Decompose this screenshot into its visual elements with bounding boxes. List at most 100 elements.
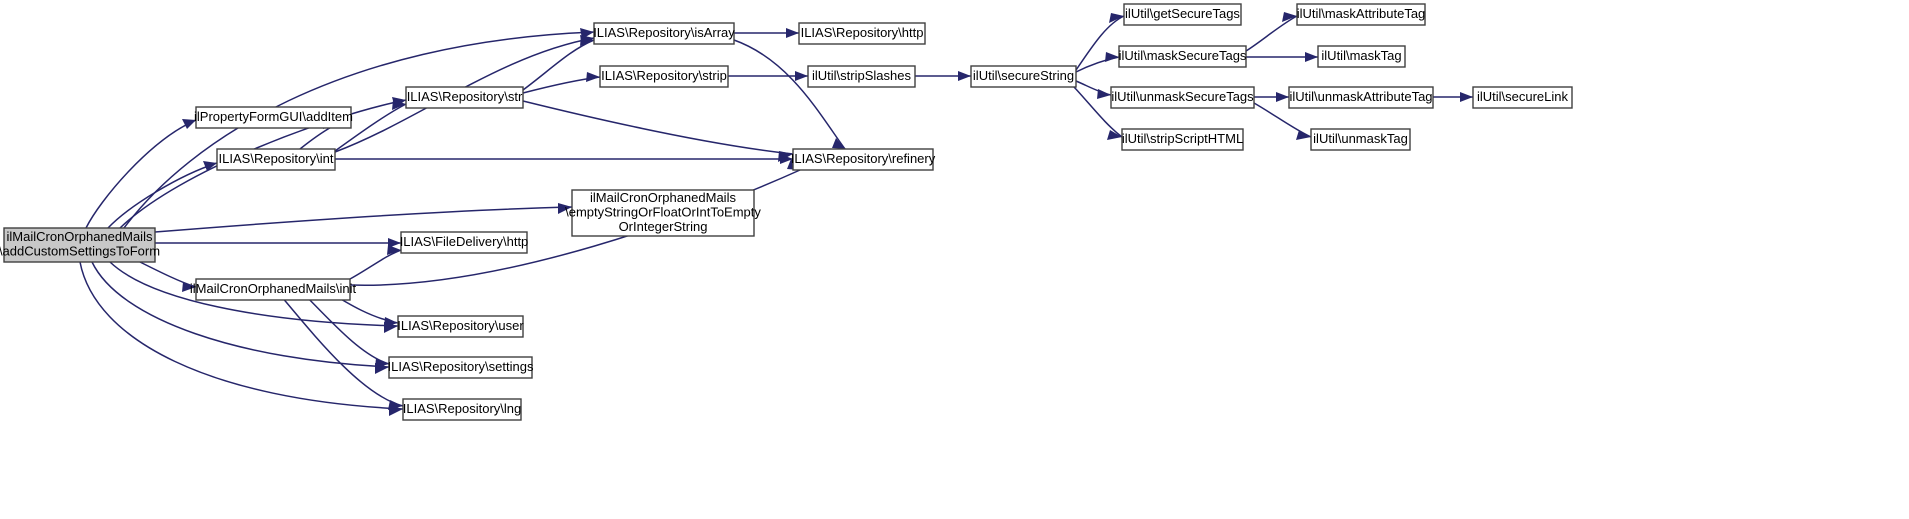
call-edge xyxy=(728,71,808,81)
call-edge xyxy=(1433,92,1473,102)
call-edge xyxy=(1245,12,1298,52)
graph-node-repo_str[interactable]: ILIAS\Repository\str xyxy=(405,86,524,109)
node-label: ILIAS\Repository\settings xyxy=(388,359,534,374)
node-box[interactable] xyxy=(1123,3,1242,26)
node-box[interactable] xyxy=(195,278,351,301)
node-box[interactable] xyxy=(798,22,926,45)
graph-node-maskSecureTags[interactable]: ilUtil\maskSecureTags xyxy=(1118,45,1247,68)
node-label: ilUtil\unmaskSecureTags xyxy=(1111,89,1254,104)
node-box[interactable] xyxy=(571,189,755,237)
node-label: ilUtil\stripSlashes xyxy=(812,68,911,83)
graph-node-getSecureTags[interactable]: ilUtil\getSecureTags xyxy=(1123,3,1242,26)
node-label: ilUtil\maskAttributeTag xyxy=(1297,6,1426,21)
graph-node-addItem[interactable]: ilPropertyFormGUI\addItem xyxy=(194,106,353,129)
call-edge xyxy=(1253,102,1312,140)
node-box[interactable] xyxy=(599,65,729,88)
graph-node-maskTag[interactable]: ilUtil\maskTag xyxy=(1317,45,1406,68)
node-label: ILIAS\Repository\http xyxy=(801,25,924,40)
node-label: ilUtil\stripScriptHTML xyxy=(1122,131,1243,146)
call-edge xyxy=(349,245,402,280)
node-box[interactable] xyxy=(1472,86,1573,109)
graph-node-repo_settings[interactable]: ILIAS\Repository\settings xyxy=(388,356,534,379)
graph-node-maskAttributeTag[interactable]: ilUtil\maskAttributeTag xyxy=(1296,3,1426,26)
graph-node-secureLink[interactable]: ilUtil\secureLink xyxy=(1472,86,1573,109)
node-label: ILIAS\Repository\isArray xyxy=(593,25,735,40)
graph-node-fileDelivery_http[interactable]: ILIAS\FileDelivery\http xyxy=(400,231,529,254)
node-box[interactable] xyxy=(1288,86,1434,109)
node-box[interactable] xyxy=(1296,3,1426,26)
node-box[interactable] xyxy=(1118,45,1247,68)
node-box[interactable] xyxy=(792,148,934,171)
graph-node-unmaskSecureTags[interactable]: ilUtil\unmaskSecureTags xyxy=(1110,86,1255,109)
call-edge xyxy=(915,71,971,81)
node-label: ILIAS\Repository\lng xyxy=(403,401,522,416)
call-edge xyxy=(1075,13,1125,71)
node-label: ILIAS\FileDelivery\http xyxy=(400,234,529,249)
graph-node-init[interactable]: ilMailCronOrphanedMails\init xyxy=(190,278,357,301)
call-edge xyxy=(1246,52,1318,62)
node-label: ilUtil\unmaskTag xyxy=(1313,131,1408,146)
node-label: ILIAS\Repository\user xyxy=(397,318,524,333)
graph-node-repo_lng[interactable]: ILIAS\Repository\lng xyxy=(402,398,522,421)
call-edge xyxy=(123,28,595,229)
graph-node-unmaskAttributeTag[interactable]: ilUtil\unmaskAttributeTag xyxy=(1288,86,1434,109)
call-edge xyxy=(334,100,407,152)
node-label: \addCustomSettingsToForm xyxy=(0,244,160,259)
node-label: ilUtil\getSecureTags xyxy=(1125,6,1240,21)
call-edge xyxy=(1075,52,1120,73)
node-box[interactable] xyxy=(1110,86,1255,109)
node-label: ilUtil\unmaskAttributeTag xyxy=(1289,89,1432,104)
graph-node-unmaskTag[interactable]: ilUtil\unmaskTag xyxy=(1310,128,1411,151)
node-box[interactable] xyxy=(195,106,352,129)
node-label: ilMailCronOrphanedMails\init xyxy=(190,281,357,296)
graph-node-repo_user[interactable]: ILIAS\Repository\user xyxy=(397,315,524,338)
graph-node-repo_refinery[interactable]: ILIAS\Repository\refinery xyxy=(791,148,936,171)
call-edge xyxy=(734,28,799,38)
node-box[interactable] xyxy=(1310,128,1411,151)
graph-node-stripScriptHTML[interactable]: ilUtil\stripScriptHTML xyxy=(1121,128,1244,151)
graph-node-repo_int[interactable]: ILIAS\Repository\int xyxy=(216,148,336,171)
graph-node-secureString[interactable]: ilUtil\secureString xyxy=(970,65,1077,88)
node-box[interactable] xyxy=(1317,45,1406,68)
node-label: ilMailCronOrphanedMails xyxy=(7,229,153,244)
node-label: ILIAS\Repository\strip xyxy=(601,68,727,83)
node-box[interactable] xyxy=(402,398,522,421)
node-label: ILIAS\Repository\refinery xyxy=(791,151,936,166)
call-edge xyxy=(335,154,793,164)
call-edge xyxy=(275,289,404,410)
node-label: ilUtil\maskSecureTags xyxy=(1119,48,1247,63)
node-box[interactable] xyxy=(970,65,1077,88)
node-box[interactable] xyxy=(397,315,524,338)
call-edge xyxy=(85,119,197,229)
node-box[interactable] xyxy=(400,231,528,254)
graph-node-repo_http[interactable]: ILIAS\Repository\http xyxy=(798,22,926,45)
node-label: OrIntegerString xyxy=(619,219,708,234)
node-box[interactable] xyxy=(3,227,156,263)
call-edge xyxy=(1075,80,1112,99)
graph-node-root[interactable]: ilMailCronOrphanedMails\addCustomSetting… xyxy=(0,227,160,263)
node-box[interactable] xyxy=(388,356,533,379)
graph-node-repo_strip[interactable]: ILIAS\Repository\strip xyxy=(599,65,729,88)
graph-node-stripSlashes[interactable]: ilUtil\stripSlashes xyxy=(807,65,916,88)
node-label: ILIAS\Repository\int xyxy=(219,151,334,166)
call-edge xyxy=(1073,86,1123,140)
node-label: ILIAS\Repository\str xyxy=(407,89,523,104)
nodes-layer: ilMailCronOrphanedMails\addCustomSetting… xyxy=(0,3,1573,421)
edges-layer xyxy=(79,12,1473,416)
node-box[interactable] xyxy=(807,65,916,88)
call-edge xyxy=(522,100,794,162)
node-label: ilUtil\secureLink xyxy=(1477,89,1569,104)
node-box[interactable] xyxy=(216,148,336,171)
node-box[interactable] xyxy=(405,86,524,109)
node-box[interactable] xyxy=(1121,128,1244,151)
node-label: \emptyStringOrFloatOrIntToEmpty xyxy=(565,204,761,219)
node-box[interactable] xyxy=(593,22,735,45)
graph-node-repo_isArray[interactable]: ILIAS\Repository\isArray xyxy=(593,22,735,45)
call-edge xyxy=(1254,92,1289,102)
node-label: ilMailCronOrphanedMails xyxy=(590,190,736,205)
graph-node-emptyString[interactable]: ilMailCronOrphanedMails\emptyStringOrFlo… xyxy=(565,189,761,237)
call-edge xyxy=(154,203,573,233)
node-label: ilUtil\maskTag xyxy=(1321,48,1401,63)
